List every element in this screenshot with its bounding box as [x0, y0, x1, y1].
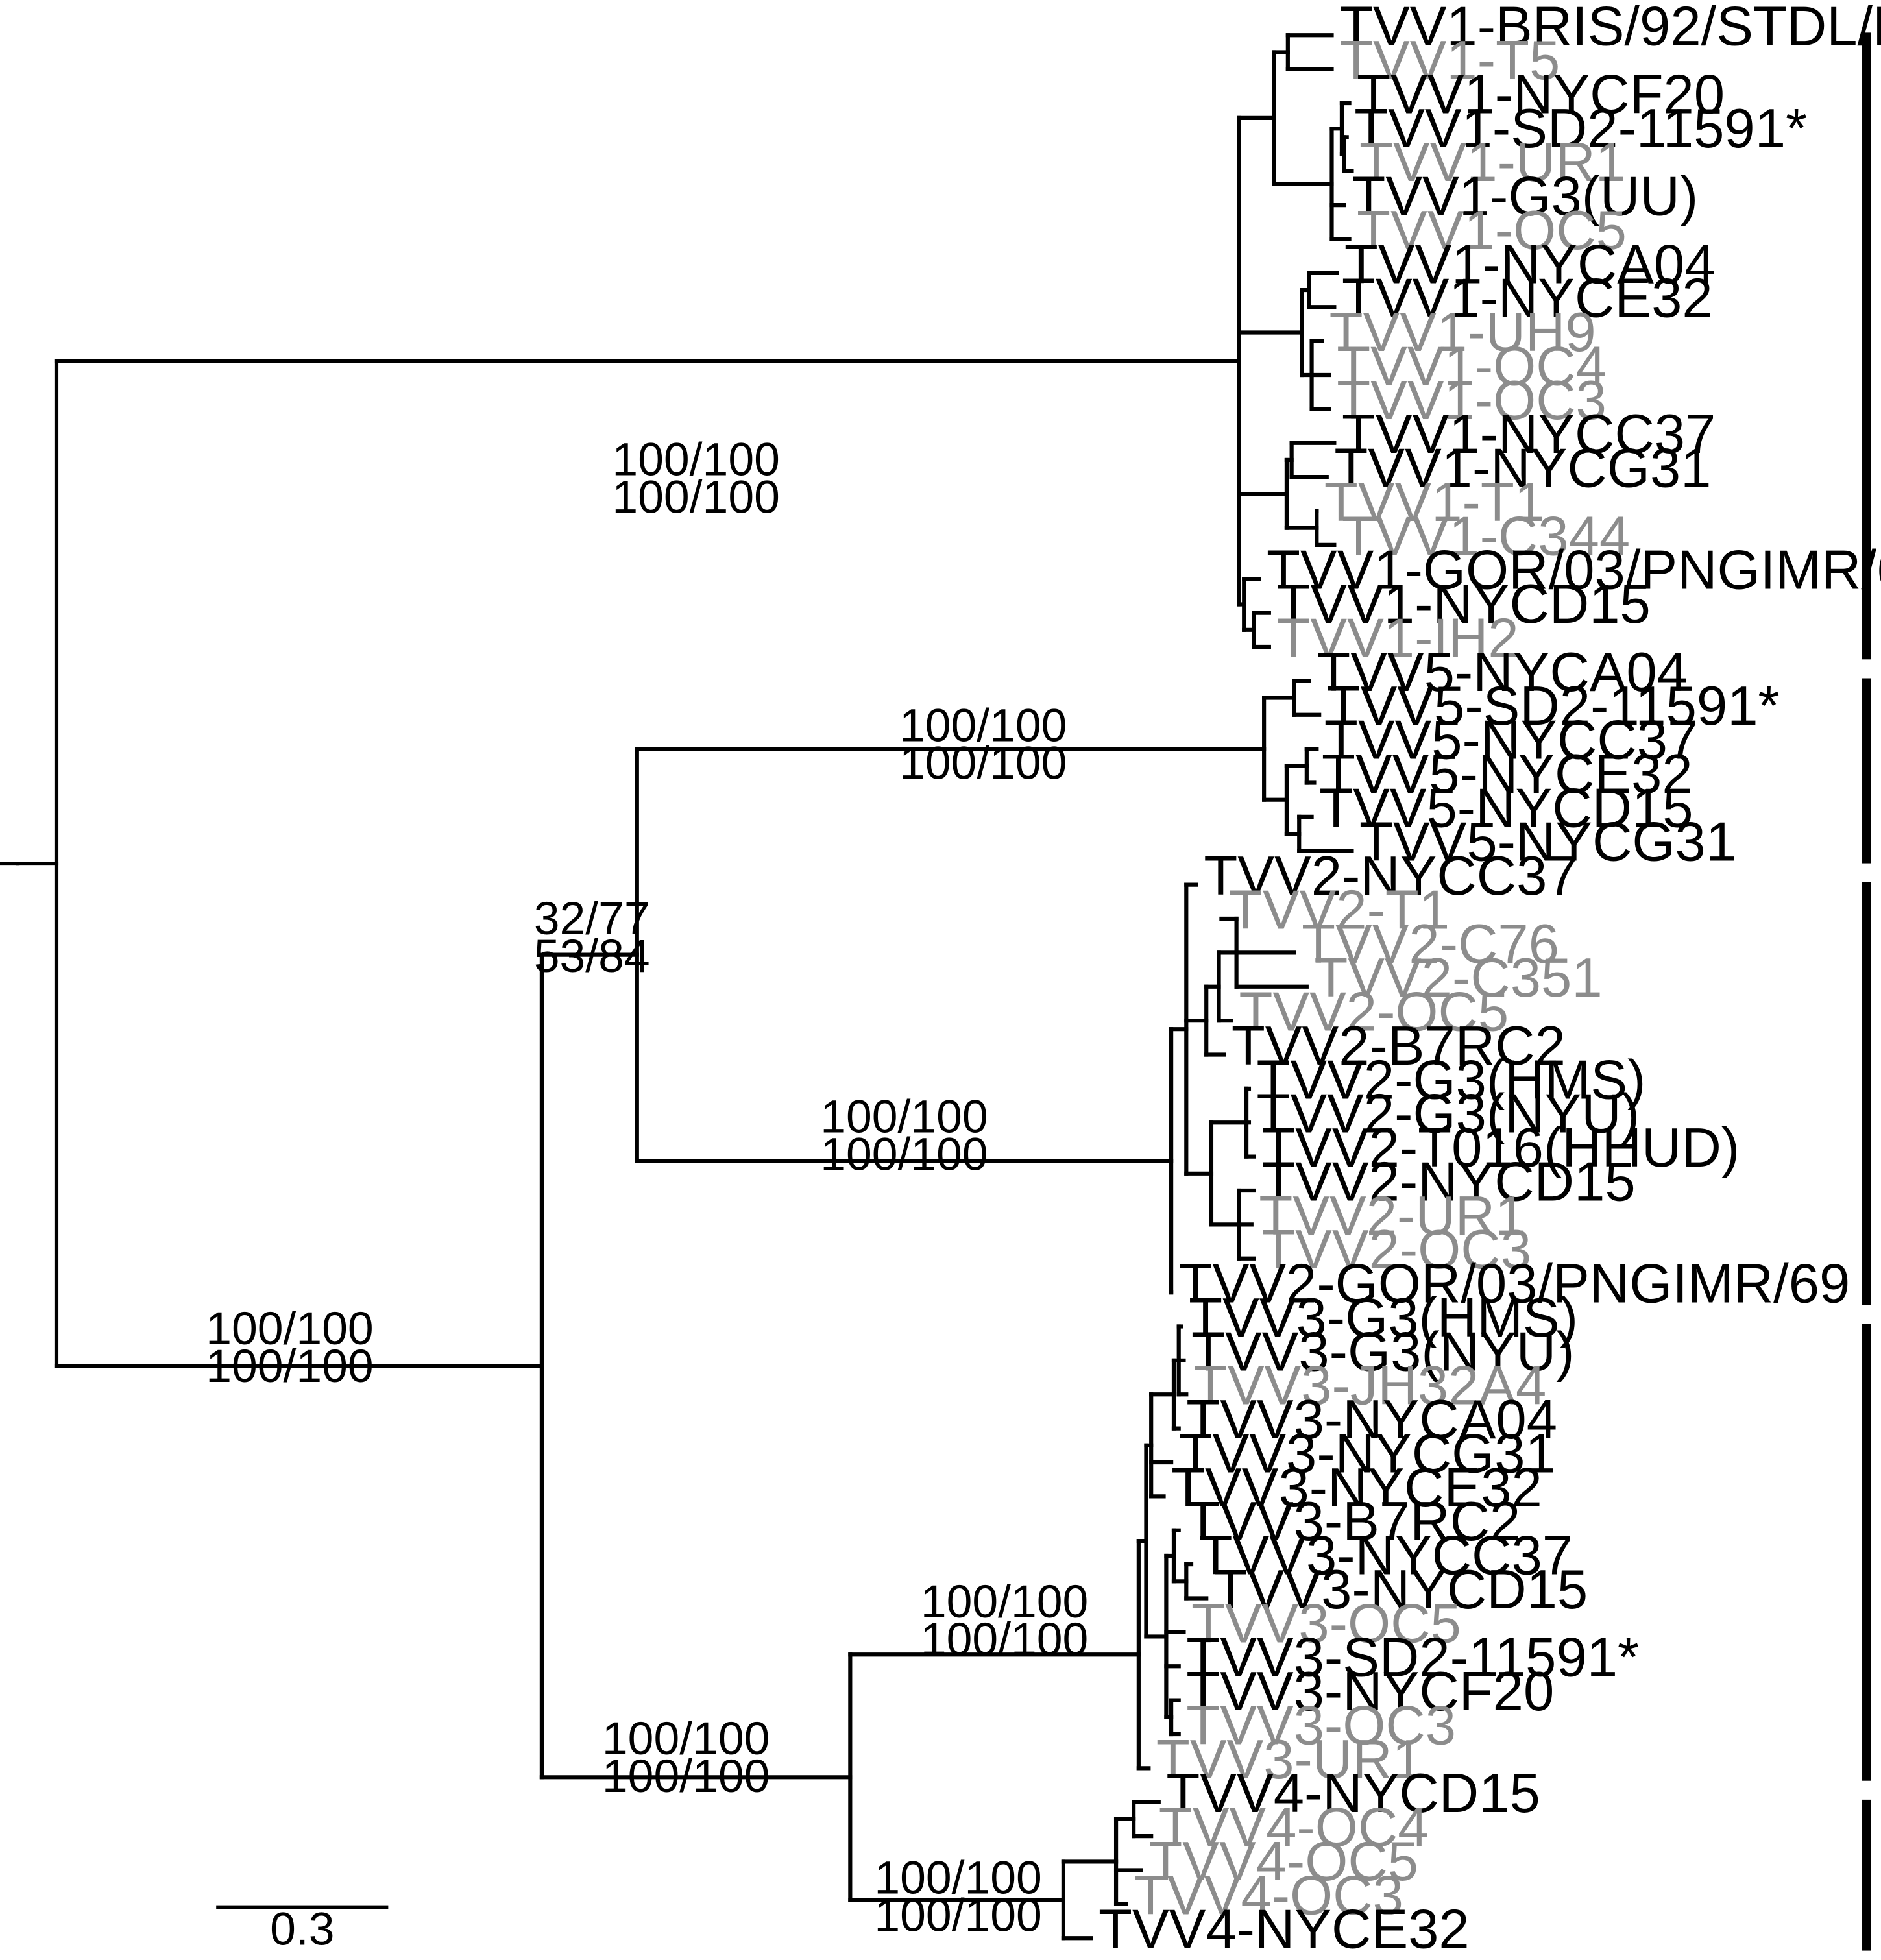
- support-value-above: 100/100: [602, 1713, 770, 1765]
- leaf-label: TVV1-T1: [1324, 472, 1545, 533]
- leaf-label: TVV3-NYCA04: [1186, 1389, 1557, 1451]
- clade-bars: [1862, 32, 1871, 1951]
- clade-bar-tvv4: [1862, 1799, 1871, 1951]
- leaf-label: TVV1-SD2-11591*: [1354, 98, 1807, 160]
- leaf-label: TVV5-NYCC37: [1324, 710, 1698, 771]
- leaf-label: TVV1-UR1: [1359, 132, 1626, 193]
- leaf-label: TVV2-T1: [1229, 879, 1450, 941]
- leaf-label: TVV3-JH32A4: [1194, 1355, 1546, 1417]
- leaf-label: TVV1-UH9: [1329, 302, 1596, 363]
- leaf-label: TVV3-OC3: [1186, 1695, 1456, 1756]
- leaf-label: TVV4-NYCE32: [1098, 1899, 1470, 1960]
- leaf-label: TVV2-NYCD15: [1261, 1151, 1635, 1213]
- clade-bar-tvv2: [1862, 882, 1871, 1305]
- leaf-label: TVV2-NYCC37: [1204, 845, 1577, 907]
- leaf-label: TVV1-OC5: [1357, 200, 1627, 261]
- support-value-below: 100/100: [899, 737, 1067, 789]
- support-value-below: 100/100: [921, 1614, 1088, 1665]
- leaf-label: TVV1-BRIS/92/STDL/B7268: [1339, 0, 1881, 58]
- clade-bar-tvv3: [1862, 1324, 1871, 1781]
- leaf-label: TVV1-T5: [1339, 30, 1560, 91]
- leaf-label: TVV1-NYCA04: [1344, 234, 1716, 295]
- leaf-label: TVV5-NYCG31: [1359, 812, 1736, 873]
- leaf-label: TVV2-B7RC2: [1232, 1015, 1566, 1077]
- support-values: 100/100100/100100/100100/10032/7753/8410…: [206, 434, 1088, 1942]
- leaf-label: TVV1-GOR/03/PNGIMR/69: [1267, 540, 1881, 601]
- leaf-label: TVV1-OC4: [1337, 335, 1607, 397]
- leaf-label: TVV5-NYCD15: [1319, 777, 1693, 839]
- leaf-label: TVV5-NYCA04: [1317, 642, 1688, 703]
- scale-bar-label: 0.3: [270, 1904, 334, 1955]
- leaf-label: TVV1-G3(UU): [1352, 166, 1698, 228]
- leaf-label: TVV1-C344: [1342, 505, 1630, 567]
- support-value-below: 100/100: [612, 472, 779, 524]
- support-value-above: 100/100: [899, 699, 1067, 751]
- support-value-below: 100/100: [874, 1889, 1041, 1941]
- leaf-label: TVV1-NYCG31: [1334, 438, 1711, 500]
- support-value-below: 100/100: [602, 1750, 770, 1802]
- leaf-label: TVV2-OC3: [1261, 1219, 1531, 1281]
- clade-bar-tvv5: [1862, 678, 1871, 864]
- tree-branches: [0, 33, 1354, 1941]
- support-value-above: 32/77: [534, 893, 650, 945]
- leaf-label: TVV4-OC3: [1134, 1865, 1403, 1926]
- leaf-label: TVV4-OC5: [1148, 1831, 1418, 1893]
- leaf-label: TVV1-OC3: [1337, 370, 1607, 431]
- support-value-above: 100/100: [820, 1091, 988, 1143]
- leaf-label: TVV2-C76: [1302, 913, 1559, 975]
- leaf-label: TVV1-NYCC37: [1342, 404, 1716, 465]
- support-value-above: 100/100: [921, 1576, 1088, 1628]
- leaf-label: TVV3-B7RC2: [1186, 1491, 1520, 1553]
- leaf-label: TVV2-GOR/03/PNGIMR/69: [1179, 1253, 1851, 1315]
- leaf-label: TVV2-OC5: [1239, 982, 1509, 1043]
- leaf-label: TVV3-UR1: [1156, 1729, 1423, 1791]
- leaf-label: TVV3-SD2-11591*: [1186, 1627, 1639, 1689]
- leaf-label: TVV3-NYCG31: [1179, 1423, 1556, 1484]
- leaf-label: TVV1-IH2: [1276, 607, 1518, 669]
- leaf-label: TVV2-G3(NYU): [1257, 1083, 1640, 1145]
- leaf-label: TVV2-G3(HMS): [1257, 1049, 1646, 1111]
- leaf-label: TVV2-C351: [1314, 947, 1602, 1009]
- leaf-label: TVV3-NYCC37: [1199, 1525, 1573, 1587]
- support-value-below: 100/100: [820, 1128, 988, 1180]
- leaf-label: TVV1-NYCF20: [1357, 64, 1725, 125]
- support-value-below: 100/100: [206, 1340, 373, 1392]
- leaf-label: TVV3-NYCD15: [1214, 1559, 1588, 1621]
- leaf-label: TVV3-G3(HMS): [1189, 1287, 1578, 1349]
- leaf-label: TVV1-NYCE32: [1342, 268, 1713, 330]
- leaf-label: TVV3-NYCE32: [1171, 1457, 1542, 1519]
- leaf-label: TVV2-UR1: [1259, 1185, 1525, 1247]
- leaf-label: TVV4-NYCD15: [1166, 1763, 1540, 1824]
- support-value-above: 100/100: [874, 1852, 1041, 1904]
- leaf-label: TVV2-T016(HHUD): [1261, 1117, 1740, 1179]
- leaf-labels: TVV1-BRIS/92/STDL/B7268TVV1-T5TVV1-NYCF2…: [1098, 0, 1881, 1960]
- support-value-above: 100/100: [612, 434, 779, 486]
- leaf-label: TVV3-NYCF20: [1186, 1661, 1554, 1723]
- support-value-below: 53/84: [534, 930, 650, 982]
- leaf-label: TVV3-G3(NYU): [1191, 1321, 1574, 1383]
- leaf-label: TVV4-OC4: [1159, 1797, 1429, 1859]
- leaf-label: TVV3-OC5: [1191, 1593, 1461, 1654]
- leaf-label: TVV5-NYCE32: [1322, 744, 1693, 805]
- support-value-above: 100/100: [206, 1303, 373, 1355]
- leaf-label: TVV1-NYCD15: [1276, 574, 1650, 635]
- scale-bar: 0.3: [216, 1904, 389, 1955]
- clade-bar-tvv1: [1862, 32, 1871, 660]
- leaf-label: TVV5-SD2-11591*: [1327, 675, 1780, 737]
